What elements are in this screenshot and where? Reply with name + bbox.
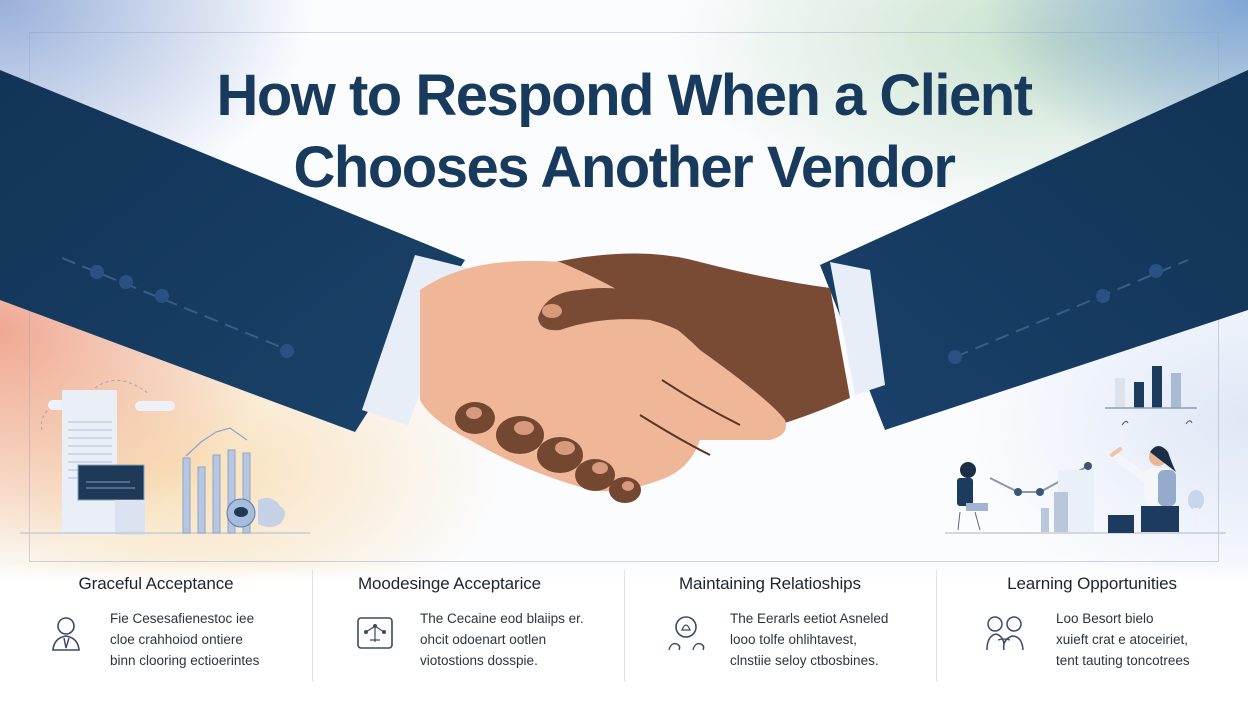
description-line: Loo Besort bielo [1056,611,1154,626]
relationship-people-icon [668,616,705,651]
description-line: xuieft crat e atoceiriet, [1056,632,1189,647]
description-line: The Cecaine eod blaiips er. [420,611,584,626]
card-learning-opportunities: Learning Opportunities Loo Besort bielo … [936,562,1248,682]
network-diagram-icon [357,617,393,649]
description-line: cloe crahhoiod ontiere [110,632,243,647]
page-title: How to Respond When a Client Chooses Ano… [0,60,1248,204]
card-title: Moodesinge Acceptarice [358,574,542,593]
card-description: Fie Cesesafienestoc iee cloe crahhoiod o… [110,608,259,671]
description-line: The Eerarls eetiot Asneled [730,611,889,626]
title-line-1: How to Respond When a Client [216,63,1033,128]
card-maintaining-relationships: Maintaining Relatioships The Eerarls eet… [624,562,936,682]
description-line: Fie Cesesafienestoc iee [110,611,255,626]
card-body: The Eerarls eetiot Asneled looo tolfe oh… [666,608,888,671]
card-title: Learning Opportunities [1007,574,1177,593]
title-line-2: Chooses Another Vendor [293,135,956,200]
team-analytics-scene [945,366,1226,534]
two-people-icon [986,616,1024,651]
card-body: The Cecaine eod blaiips er. ohcit odoena… [356,608,584,671]
description-line: viotostions dosspie. [420,653,538,668]
person-icon [52,617,80,651]
card-body: Fie Cesesafienestoc iee cloe crahhoiod o… [48,608,259,671]
card-body: Loo Besort bielo xuieft crat e atoceirie… [984,608,1190,671]
card-description: Loo Besort bielo xuieft crat e atoceirie… [1056,608,1190,671]
card-description: The Cecaine eod blaiips er. ohcit odoena… [420,608,584,671]
card-description: The Eerarls eetiot Asneled looo tolfe oh… [730,608,888,671]
description-line: clnstiie seloy ctbosbines. [730,653,879,668]
card-graceful-acceptance: Graceful Acceptance Fie Cesesafienestoc … [0,562,312,672]
card-moodesinge-acceptarice: Moodesinge Acceptarice The Cecaine eod b… [312,562,624,682]
right-sleeve [820,70,1248,430]
description-line: looo tolfe ohlihtavest, [730,632,857,647]
card-title: Graceful Acceptance [78,574,234,593]
office-building-scene [20,379,310,535]
handshake [420,253,850,503]
card-title: Maintaining Relatioships [679,574,861,593]
description-line: tent tauting toncotrees [1056,653,1190,668]
description-line: ohcit odoenart ootlen [420,632,547,647]
description-line: binn clooring ectioerintes [110,653,260,668]
tips-row: Graceful Acceptance Fie Cesesafienestoc … [0,562,1248,702]
